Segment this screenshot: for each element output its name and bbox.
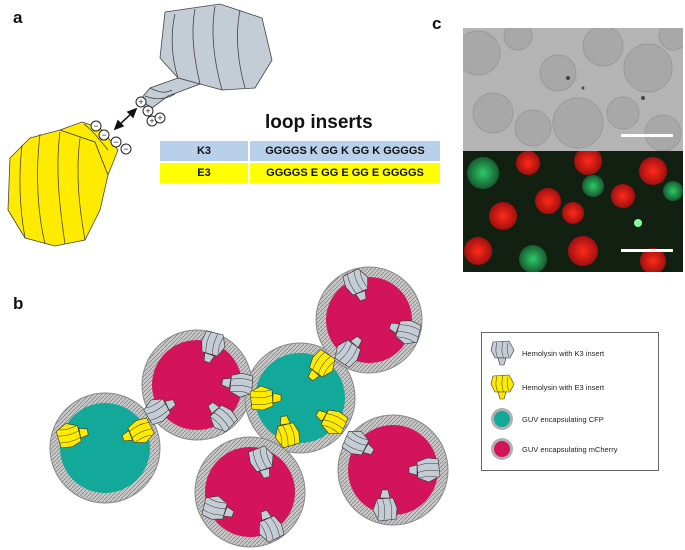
scale-bar (621, 134, 673, 137)
k3-label: K3 (196, 145, 212, 157)
panel-label-c: c (432, 14, 442, 33)
plus-sign: + (145, 106, 150, 116)
k3-row: K3 GGGGS K GG K GG K GGGGS (160, 141, 440, 161)
plus-sign: + (157, 113, 162, 123)
e3-hemolysin-structure (7, 121, 119, 247)
e3-sequence: GGGGS E GG E GG E GGGGS (248, 163, 440, 183)
guv-cfp (49, 392, 161, 504)
panel-label-b: b (13, 294, 24, 313)
legend-item-mcherry: GUV encapsulating mCherry (482, 435, 617, 463)
minus-sign: − (101, 130, 106, 140)
legend-item-k3: Hemolysin with K3 insert (482, 339, 604, 367)
hemolysin-e3-icon (490, 374, 515, 400)
k3-hemolysin-structure (139, 3, 273, 109)
minus-sign: − (93, 121, 98, 131)
legend-item-cfp: GUV encapsulating CFP (482, 405, 604, 433)
plus-sign: + (138, 97, 143, 107)
scale-bar (621, 249, 673, 252)
e3-row: E3 GGGGS E GG E GG E GGGGS (160, 163, 440, 183)
e3-label: E3 (197, 167, 211, 179)
guv-mcherry-icon (491, 438, 513, 460)
legend-label: Hemolysin with K3 insert (522, 348, 605, 358)
legend-item-e3: Hemolysin with E3 insert (482, 373, 604, 401)
guv-cfp-icon (491, 408, 513, 430)
minus-sign: − (113, 137, 118, 147)
plus-sign: + (149, 116, 154, 126)
loop-inserts-title: loop inserts (265, 112, 373, 133)
attraction-arrow-icon (113, 107, 138, 131)
minus-sign: − (123, 144, 128, 154)
negative-charges (90, 120, 132, 155)
microscopy-images (463, 28, 683, 272)
legend-label: GUV encapsulating CFP (522, 414, 604, 424)
panel-label-a: a (13, 8, 23, 27)
legend: Hemolysin with K3 insert Hemolysin with … (481, 332, 659, 471)
k3-sequence: GGGGS K GG K GG K GGGGS (248, 141, 440, 161)
legend-label: GUV encapsulating mCherry (522, 444, 618, 454)
brightfield-image (463, 28, 683, 151)
legend-label: Hemolysin with E3 insert (522, 382, 605, 392)
hemolysin-k3-icon (490, 340, 515, 366)
fluorescence-image (463, 151, 683, 272)
positive-charges (135, 96, 166, 127)
